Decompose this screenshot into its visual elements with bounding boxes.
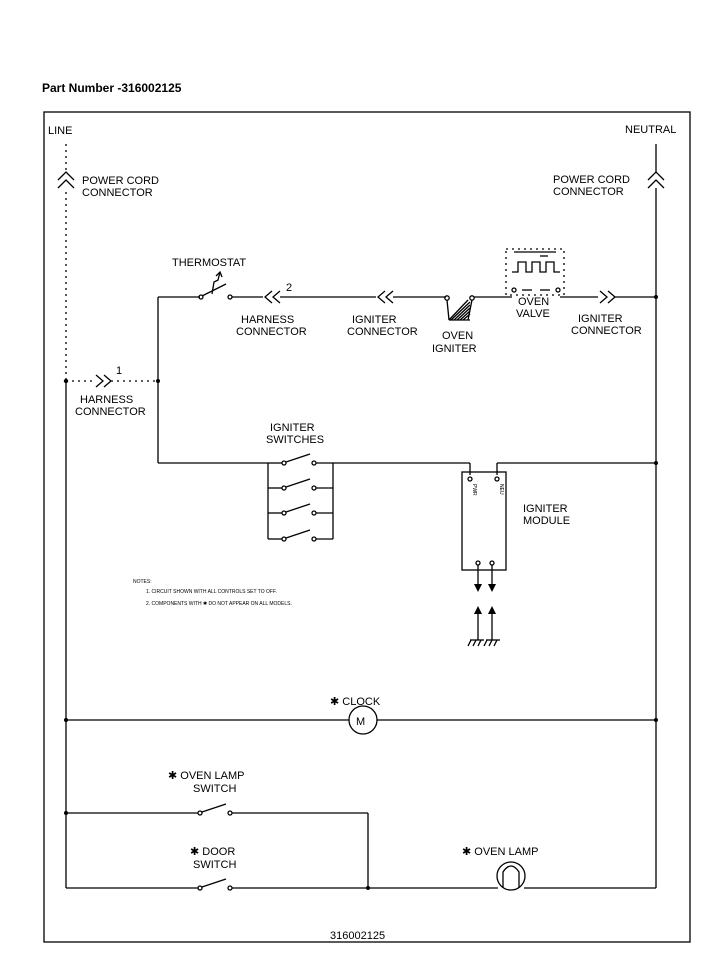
neutral-label: NEUTRAL [625, 124, 676, 136]
lamp-switch-contact-a [197, 810, 203, 816]
door-switch-contact-b [227, 885, 233, 891]
igniter-connector-right-label-1: IGNITER [578, 313, 623, 325]
igniter-connector-left-label-2: CONNECTOR [347, 326, 418, 338]
oven-valve-label-1: OVEN [518, 296, 549, 308]
igniter-switch-4 [268, 529, 333, 542]
oven-igniter-element [448, 299, 471, 321]
igniter-module-box [461, 471, 507, 571]
thermostat-bulb [211, 271, 221, 295]
lamp-switch-contact-b [227, 810, 233, 816]
harness-left-label-2: CONNECTOR [75, 406, 146, 418]
part-number-header: Part Number -316002125 [42, 81, 182, 95]
oven-lamp-symbol [496, 861, 526, 891]
note-1: 1. CIRCUIT SHOWN WITH ALL CONTROLS SET T… [146, 589, 277, 595]
oven-igniter-terminal-a [444, 295, 450, 301]
bus-node-1 [156, 379, 160, 383]
oven-igniter-lead-b [467, 299, 473, 321]
thermostat-blade [201, 283, 227, 297]
igniter-connector-right-symbol [599, 290, 616, 304]
line-label: LINE [48, 125, 72, 137]
igniter-switches-label-1: IGNITER [270, 422, 315, 434]
harness-connector-1-symbol [95, 374, 112, 388]
spark-electrodes [474, 565, 496, 640]
harness-left-label-1: HARNESS [80, 394, 133, 406]
neutral-node-mid [654, 461, 658, 465]
power-cord-right-label-2: CONNECTOR [553, 186, 624, 198]
oven-igniter-label-1: OVEN [442, 330, 473, 342]
module-out-pin-b [489, 560, 495, 566]
igniter-switch-3 [268, 503, 333, 516]
power-cord-left-label-2: CONNECTOR [82, 187, 153, 199]
diagram-frame [43, 111, 691, 943]
module-pwr-pin [467, 476, 473, 482]
notes-heading: NOTES: [133, 579, 152, 585]
harness-top-label-1: HARNESS [241, 314, 294, 326]
igniter-connector-left-symbol [377, 290, 394, 304]
ground-symbols [467, 639, 500, 647]
oven-lamp-switch-label-1: ✱ OVEN LAMP [168, 770, 244, 782]
harness-connector-1-number: 1 [116, 365, 122, 377]
door-switch-blade [201, 878, 227, 888]
module-neu-pin [494, 476, 500, 482]
door-switch-label-2: SWITCH [193, 859, 236, 871]
lamp-switch-blade [201, 803, 227, 813]
igniter-switches-label-2: SWITCHES [266, 434, 324, 446]
neutral-node-top [654, 295, 658, 299]
oven-lamp-label: ✱ OVEN LAMP [462, 846, 538, 858]
door-switch-contact-a [197, 885, 203, 891]
oven-igniter-label-2: IGNITER [432, 343, 477, 355]
note-2: 2. COMPONENTS WITH ✱ DO NOT APPEAR ON AL… [146, 601, 292, 607]
clock-label: ✱ CLOCK [330, 696, 381, 708]
thermostat-arrow [215, 270, 223, 278]
harness-top-label-2: CONNECTOR [236, 326, 307, 338]
thermostat-label: THERMOSTAT [172, 257, 246, 269]
power-cord-connector-right-symbol [647, 171, 665, 189]
harness-connector-2-number: 2 [286, 282, 292, 294]
oven-igniter-terminal-b [469, 295, 475, 301]
module-neu-label: NEU [498, 484, 504, 495]
igniter-module-label-2: MODULE [523, 515, 570, 527]
power-cord-connector-left-symbol [57, 171, 75, 189]
igniter-switch-2 [268, 478, 333, 491]
module-out-pin-a [475, 560, 481, 566]
power-cord-left-label-1: POWER CORD [82, 175, 159, 187]
oven-lamp-switch-label-2: SWITCH [193, 783, 236, 795]
oven-igniter-lead-a [446, 299, 450, 321]
igniter-connector-right-label-2: CONNECTOR [571, 325, 642, 337]
line-node-lamp-switch [64, 811, 68, 815]
power-cord-right-label-1: POWER CORD [553, 174, 630, 186]
clock-motor-letter: M [356, 716, 365, 728]
harness-connector-2-symbol [264, 290, 281, 304]
door-switch-label-1: ✱ DOOR [190, 846, 235, 858]
thermostat-contact-b [227, 294, 233, 300]
thermostat-contact-a [198, 294, 204, 300]
oven-valve-symbol [505, 248, 565, 296]
igniter-module-label-1: IGNITER [523, 503, 568, 515]
oven-valve-label-2: VALVE [516, 308, 550, 320]
module-pwr-label: PWR [471, 484, 477, 496]
lamp-junction-node [366, 886, 370, 890]
igniter-switch-1 [268, 453, 333, 466]
footer-part-number: 316002125 [330, 930, 385, 942]
igniter-connector-left-label-1: IGNITER [352, 314, 397, 326]
neutral-node-clock [654, 718, 658, 722]
